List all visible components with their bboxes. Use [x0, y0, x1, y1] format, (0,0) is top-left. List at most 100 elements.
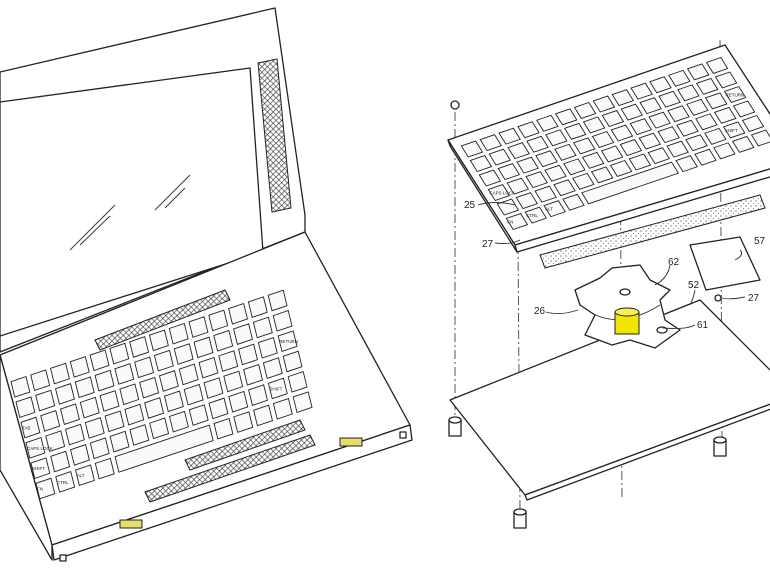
bracket-26 [574, 264, 681, 349]
keyboard-key [611, 89, 635, 107]
keyboard-key [223, 370, 244, 393]
keyboard-key [173, 343, 194, 365]
key-label: SHIFT [32, 466, 45, 471]
screw-icon [450, 100, 460, 110]
keyboard-key [60, 403, 80, 426]
ref-26: 26 [534, 306, 546, 317]
keyboard-key [714, 71, 738, 89]
keyboard-key [517, 121, 540, 139]
side-latch [339, 437, 363, 447]
keyboard-key [722, 121, 746, 139]
keyboard-key [183, 383, 204, 406]
lower-speaker-grille [144, 434, 316, 503]
keyboard-key [667, 105, 690, 123]
keyboard-key [478, 169, 502, 187]
keyboard-key [505, 213, 529, 231]
keyboard-key [524, 206, 548, 224]
keyboard-key [629, 118, 653, 136]
keyboard-key [292, 391, 313, 413]
keyboard-key [497, 163, 521, 181]
keyboard-key [129, 424, 150, 446]
keyboard-key [89, 437, 110, 460]
keyboard-key [40, 410, 61, 432]
keyboard-key [55, 383, 75, 405]
keyboard-key [544, 164, 567, 182]
spacebar-key [114, 424, 214, 473]
keyboard-key [89, 349, 110, 372]
ref-62: 62 [668, 257, 680, 268]
keyboard-key [25, 437, 46, 459]
key-label: RETURN [279, 339, 298, 344]
key-label: ALT [77, 473, 85, 478]
keyboard-key [554, 143, 577, 161]
keyboard-key [188, 316, 209, 338]
keyboard-key [168, 410, 189, 433]
keyboard-key [198, 356, 219, 379]
ref-25: 25 [464, 200, 476, 211]
keyboard-key [208, 309, 229, 332]
keyboard-key [213, 329, 234, 352]
keyboard-key [168, 322, 189, 345]
keyboard-key [554, 108, 578, 126]
keyboard-key [65, 423, 85, 446]
keyboard-key [208, 397, 229, 420]
keyboard-key [731, 135, 755, 153]
keyboard-key [609, 159, 633, 177]
keyboard-key [601, 110, 625, 128]
key-label: RETURN [725, 92, 744, 97]
keyboard-key [94, 369, 115, 392]
keyboard-key [487, 184, 511, 202]
keyboard-key [545, 129, 568, 147]
keyboard-key [713, 142, 736, 160]
keyboard-key [676, 119, 699, 137]
keyboard-key [582, 116, 606, 134]
keyboard-key [695, 113, 718, 131]
ref-57: 57 [754, 236, 766, 247]
keyboard-key [704, 127, 727, 145]
front-speaker-grille [184, 419, 306, 471]
keyboard-key [694, 148, 717, 166]
keyboard-key [153, 349, 174, 372]
keyboard-key [233, 411, 254, 433]
keyboard-key [591, 130, 615, 148]
keyboard-key [536, 114, 559, 132]
keyboard-key [750, 129, 770, 147]
keyboard-key [149, 417, 170, 440]
front-latch [119, 519, 143, 529]
keyboard-key [619, 139, 643, 157]
keyboard-key [507, 142, 530, 160]
key-label: CTRL [57, 480, 69, 485]
key-label: FN [507, 220, 513, 225]
keyboard-key [282, 350, 303, 373]
keyboard-key [248, 384, 268, 406]
keyboard-key [657, 126, 680, 144]
keyboard-key [639, 97, 662, 115]
keyboard-key [572, 137, 596, 155]
keyboard-key [10, 376, 31, 398]
keyboard-key [178, 363, 199, 386]
keyboard-key [515, 192, 539, 210]
keyboard-key [658, 90, 681, 108]
component-57 [689, 236, 761, 291]
keyboard-key [562, 193, 585, 211]
support-feet [448, 416, 727, 529]
keyboard-key [704, 92, 728, 110]
keyboard-key [74, 376, 95, 399]
keyboard-key [238, 343, 258, 366]
key-label: SHIFT [269, 386, 282, 391]
keyboard-key [686, 98, 709, 116]
keyboard-key [668, 69, 691, 87]
keyboard-key [525, 171, 548, 189]
keyboard-key [119, 383, 140, 406]
keyboard-key [228, 302, 248, 325]
keyboard-key [479, 134, 503, 152]
ref-27-plate: 27 [748, 293, 760, 304]
keyboard-key [109, 430, 130, 453]
adhesive-strip [539, 194, 766, 269]
key-label: FN [37, 487, 43, 492]
keyboard-key [50, 362, 70, 385]
keyboard-key [572, 172, 595, 190]
